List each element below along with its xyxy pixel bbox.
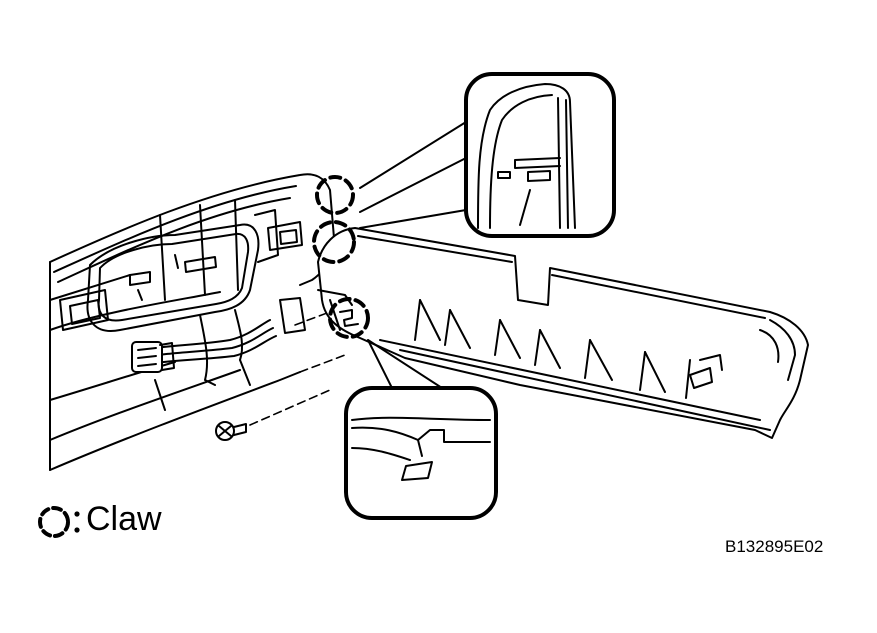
legend-claw-label: Claw <box>86 500 162 538</box>
detail-view-upper <box>360 74 614 236</box>
claw-marker-lower-glyph <box>340 310 358 326</box>
wire-harness <box>132 298 305 410</box>
dashed-circle-icon <box>40 508 68 536</box>
legend-colon-dot-bottom <box>74 527 80 533</box>
claw-marker-lower <box>330 299 368 337</box>
leader-line-lower <box>300 355 345 372</box>
claw-marker-middle <box>314 222 354 262</box>
claw-marker-upper <box>317 177 353 213</box>
detail-view-lower <box>346 340 496 518</box>
figure-code: B132895E02 <box>725 537 824 556</box>
legend-colon-dot-top <box>74 511 80 517</box>
screw <box>216 422 246 440</box>
screw-leader-line <box>250 390 330 425</box>
trim-cover <box>318 228 808 438</box>
handle-frame <box>87 200 302 331</box>
